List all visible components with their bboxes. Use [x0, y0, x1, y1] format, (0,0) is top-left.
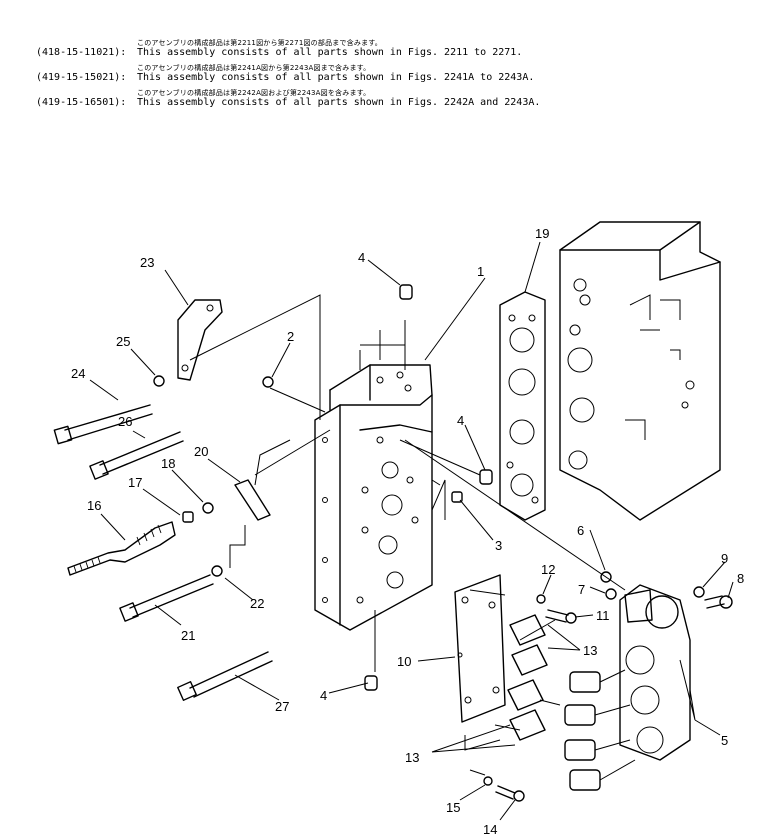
callout-8: 8	[737, 571, 744, 586]
leader-lines	[89, 241, 734, 821]
callout-24: 24	[71, 366, 85, 381]
bolt-11	[545, 609, 569, 623]
callout-2: 2	[287, 329, 294, 344]
callout-17: 17	[128, 475, 142, 490]
valve-housing	[559, 221, 721, 521]
note-2-english: This assembly consists of all parts show…	[137, 72, 535, 83]
bolt-21	[119, 574, 214, 622]
plug-4-right	[479, 469, 493, 485]
bracket-23	[177, 299, 223, 381]
spool-16	[67, 521, 176, 576]
bolt-24	[53, 404, 153, 445]
callout-21: 21	[181, 628, 195, 643]
callout-5: 5	[721, 733, 728, 748]
callout-18: 18	[161, 456, 175, 471]
note-2-japanese: このアセンブリの構成部品は第2241A図から第2243A図まで含みます。	[137, 64, 371, 72]
callout-14: 14	[483, 822, 497, 836]
clip-13-upper	[509, 614, 548, 676]
callout-6: 6	[577, 523, 584, 538]
callout-13-lower: 13	[405, 750, 419, 765]
bolt-26	[89, 431, 184, 480]
note-1-japanese: このアセンブリの構成部品は第2211図から第2271図の部品まで含みます。	[137, 39, 382, 47]
callout-27: 27	[275, 699, 289, 714]
gasket-19	[499, 291, 546, 521]
note-1-part-number: (418-15-11021):	[36, 47, 127, 58]
solenoid-valves-5	[564, 584, 691, 791]
note-2-part-number: (419-15-15021):	[36, 72, 127, 83]
callout-9: 9	[721, 551, 728, 566]
note-3-part-number: (419-15-16501):	[36, 97, 127, 108]
washer-22	[211, 565, 223, 577]
note-3-japanese: このアセンブリの構成部品は第2242A図および第2243A図を含みます。	[137, 89, 371, 97]
washer-9	[693, 586, 705, 598]
o-ring-18	[202, 502, 214, 514]
callout-11: 11	[596, 608, 610, 623]
callout-23: 23	[140, 255, 154, 270]
note-3-english: This assembly consists of all parts show…	[137, 97, 541, 108]
callout-10: 10	[397, 654, 411, 669]
bolt-27	[177, 651, 273, 701]
valve-body-1	[314, 364, 433, 631]
callout-22: 22	[250, 596, 264, 611]
callout-12: 12	[541, 562, 555, 577]
washer-12	[536, 594, 546, 604]
callout-20: 20	[194, 444, 208, 459]
callout-13-upper: 13	[583, 643, 597, 658]
washer-15	[483, 776, 493, 786]
guide-lines	[189, 294, 626, 776]
o-ring-2	[262, 376, 274, 388]
plug-4-bottom	[364, 675, 378, 691]
assembly-note-1: このアセンブリの構成部品は第2211図から第2271図の部品まで含みます。 (4…	[0, 38, 759, 58]
bracket-20	[234, 479, 271, 521]
plug-17	[182, 511, 194, 523]
plug-3	[451, 491, 463, 503]
callout-1: 1	[477, 264, 484, 279]
callout-7: 7	[578, 582, 585, 597]
clip-13-lower	[507, 679, 546, 741]
callout-labels: 1 2 3 4 4 4 5 6 7 8 9 10 11 12 13 13 14 …	[71, 226, 744, 836]
o-ring-7	[605, 588, 617, 600]
callout-15: 15	[446, 800, 460, 815]
callout-26: 26	[118, 414, 132, 429]
callout-16: 16	[87, 498, 101, 513]
note-1-english: This assembly consists of all parts show…	[137, 47, 523, 58]
callout-4-right: 4	[457, 413, 464, 428]
washer-25	[153, 375, 165, 387]
plate-10	[454, 574, 506, 723]
assembly-note-3: このアセンブリの構成部品は第2242A図および第2243A図を含みます。 (41…	[0, 88, 759, 108]
plug-4-top	[399, 284, 413, 300]
bolt-14	[495, 785, 516, 800]
assembly-note-2: このアセンブリの構成部品は第2241A図から第2243A図まで含みます。 (41…	[0, 63, 759, 83]
o-ring-6	[600, 571, 612, 583]
callout-4-top: 4	[358, 250, 365, 265]
callout-3: 3	[495, 538, 502, 553]
small-parts	[153, 284, 733, 802]
assembly-notes: このアセンブリの構成部品は第2211図から第2271図の部品まで含みます。 (4…	[0, 38, 759, 108]
callout-19: 19	[535, 226, 549, 241]
callout-4-bottom: 4	[320, 688, 327, 703]
callout-25: 25	[116, 334, 130, 349]
